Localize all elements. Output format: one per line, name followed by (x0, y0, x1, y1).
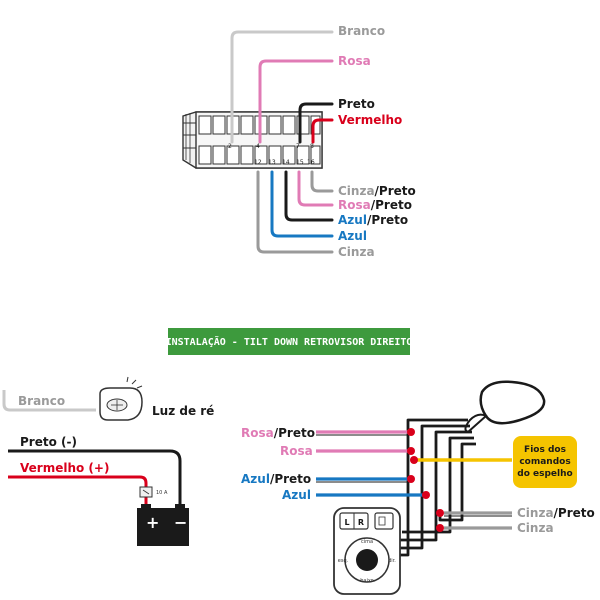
wire-cinza (256, 170, 334, 254)
label-luz-de-re: Luz de ré (152, 404, 214, 418)
junction-dots (407, 428, 444, 532)
pin-number: 2 (228, 143, 232, 150)
label-azul: Azul (338, 229, 367, 243)
label-azul-preto-mirror: Azul/Preto (241, 472, 311, 486)
wire-cinza-preto (310, 170, 334, 193)
fuse-rating: 10 A (156, 490, 168, 496)
pin-number: 12 (254, 159, 262, 166)
pin-number: 4 (256, 143, 260, 150)
wire-azul-preto (284, 170, 334, 222)
switch-right-dir-label: dir. (388, 558, 396, 564)
svg-text:+: + (146, 513, 159, 532)
banner-title: INSTALAÇÃO - TILT DOWN RETROVISOR DIREIT… (166, 335, 413, 348)
label-rosa-preto-mirror: Rosa/Preto (241, 426, 315, 440)
callout-line: Fios dos (524, 445, 566, 455)
label-cinza: Cinza (338, 245, 375, 259)
label-preto-battery: Preto (-) (20, 435, 77, 449)
label-azul-preto: Azul/Preto (338, 213, 408, 227)
svg-text:−: − (174, 513, 187, 532)
callout-line: do espelho (517, 469, 572, 479)
label-vermelho-battery: Vermelho (+) (20, 461, 109, 475)
mirror-icon (464, 380, 546, 434)
label-vermelho: Vermelho (338, 113, 402, 127)
wire-preto (298, 102, 334, 144)
reverse-light-section: Branco Luz de ré (2, 376, 214, 421)
pin-number: 14 (282, 159, 290, 166)
label-cinza-mirror: Cinza (517, 521, 554, 535)
switch-down-label: baixo (360, 578, 374, 584)
title-banner: INSTALAÇÃO - TILT DOWN RETROVISOR DIREIT… (166, 328, 413, 355)
label-cinza-preto: Cinza/Preto (338, 184, 416, 198)
fuse-icon (139, 486, 153, 498)
pin-number: 16 (307, 159, 315, 166)
callout-line: comandos (519, 457, 570, 467)
label-rosa: Rosa (338, 54, 371, 68)
wire-rosa (258, 59, 334, 144)
pin-number: 7 (296, 143, 300, 150)
wire-vermelho-battery (8, 475, 148, 508)
label-rosa-preto: Rosa/Preto (338, 198, 412, 212)
label-cinza-preto-mirror: Cinza/Preto (517, 506, 595, 520)
callout-mirror-commands: Fios dos comandos do espelho (513, 436, 577, 488)
label-branco-light: Branco (18, 394, 65, 408)
pin-number: 8 (310, 143, 314, 150)
wire-azul (270, 170, 334, 238)
connector-section: 2 4 7 8 12 13 14 15 16 Branco Rosa Preto… (182, 24, 416, 259)
battery-icon: + − (137, 504, 189, 546)
switch-up-label: cima (361, 539, 373, 545)
label-branco: Branco (338, 24, 385, 38)
switch-left-dir-label: esq. (338, 558, 349, 564)
wire-preto-battery (8, 449, 182, 508)
wire-vermelho (311, 118, 334, 144)
label-rosa-mirror: Rosa (280, 444, 313, 458)
reverse-light-icon (99, 376, 143, 421)
label-azul-mirror: Azul (282, 488, 311, 502)
wire-rosa-preto (297, 170, 334, 207)
wire-branco-light (2, 390, 96, 412)
wire-branco (230, 30, 334, 144)
mirror-switch-icon: L R cima baixo esq. dir. (333, 507, 401, 595)
switch-right-label: R (358, 518, 364, 527)
pin-number: 13 (268, 159, 276, 166)
mirror-section: Rosa/Preto Rosa Azul/Preto Azul Cinza/Pr… (241, 380, 595, 595)
label-preto: Preto (338, 97, 375, 111)
pin-number: 15 (296, 159, 304, 166)
switch-left-label: L (344, 518, 349, 527)
battery-section: Preto (-) Vermelho (+) 10 A + − (8, 435, 189, 546)
